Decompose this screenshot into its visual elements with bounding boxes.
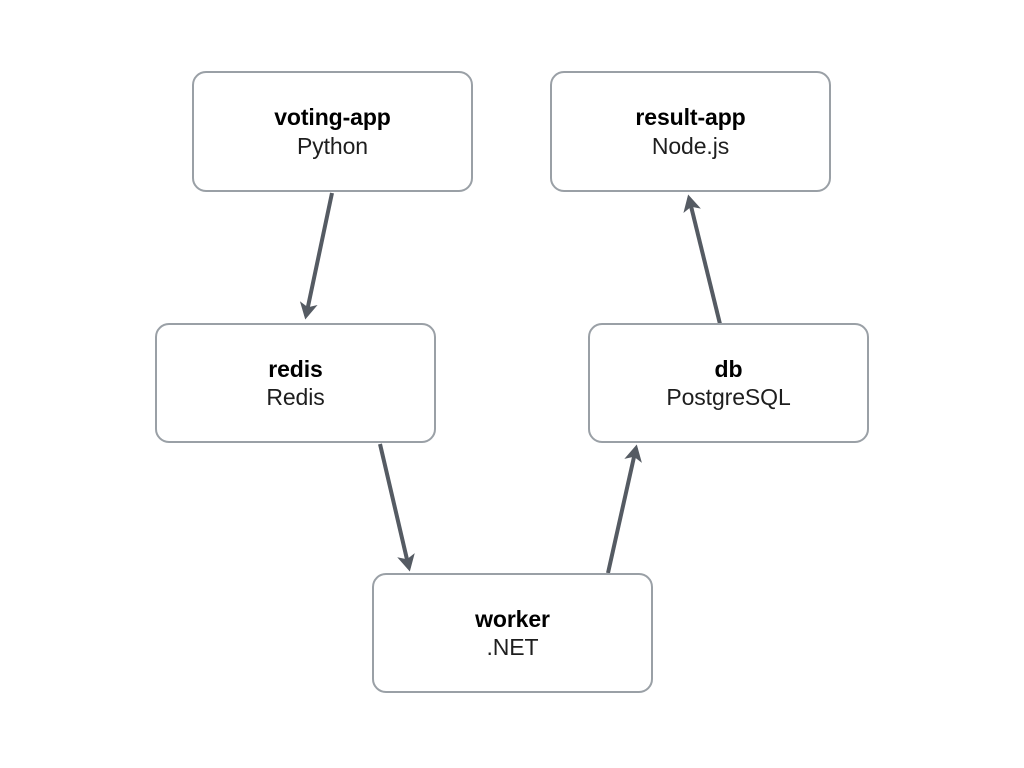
node-title: worker bbox=[475, 605, 550, 632]
edge-worker-to-db bbox=[606, 444, 642, 574]
node-subtitle: Python bbox=[296, 132, 368, 159]
node-subtitle: Node.js bbox=[651, 132, 730, 159]
node-voting-app[interactable]: voting-app Python bbox=[192, 71, 473, 192]
node-title: result-app bbox=[635, 104, 746, 131]
node-subtitle: PostgreSQL bbox=[666, 384, 791, 410]
node-result-app[interactable]: result-app Node.js bbox=[550, 71, 831, 192]
node-db[interactable]: db PostgreSQL bbox=[588, 323, 869, 443]
node-subtitle: Redis bbox=[266, 384, 325, 410]
node-subtitle: .NET bbox=[486, 634, 539, 660]
edge-voting-app-to-redis bbox=[299, 192, 334, 320]
edge-redis-to-worker bbox=[378, 443, 415, 572]
edge-db-to-result-app bbox=[683, 194, 722, 325]
node-title: voting-app bbox=[274, 104, 391, 131]
node-title: db bbox=[714, 355, 743, 382]
node-worker[interactable]: worker .NET bbox=[372, 573, 653, 693]
node-title: redis bbox=[268, 355, 323, 382]
node-redis[interactable]: redis Redis bbox=[155, 323, 436, 443]
